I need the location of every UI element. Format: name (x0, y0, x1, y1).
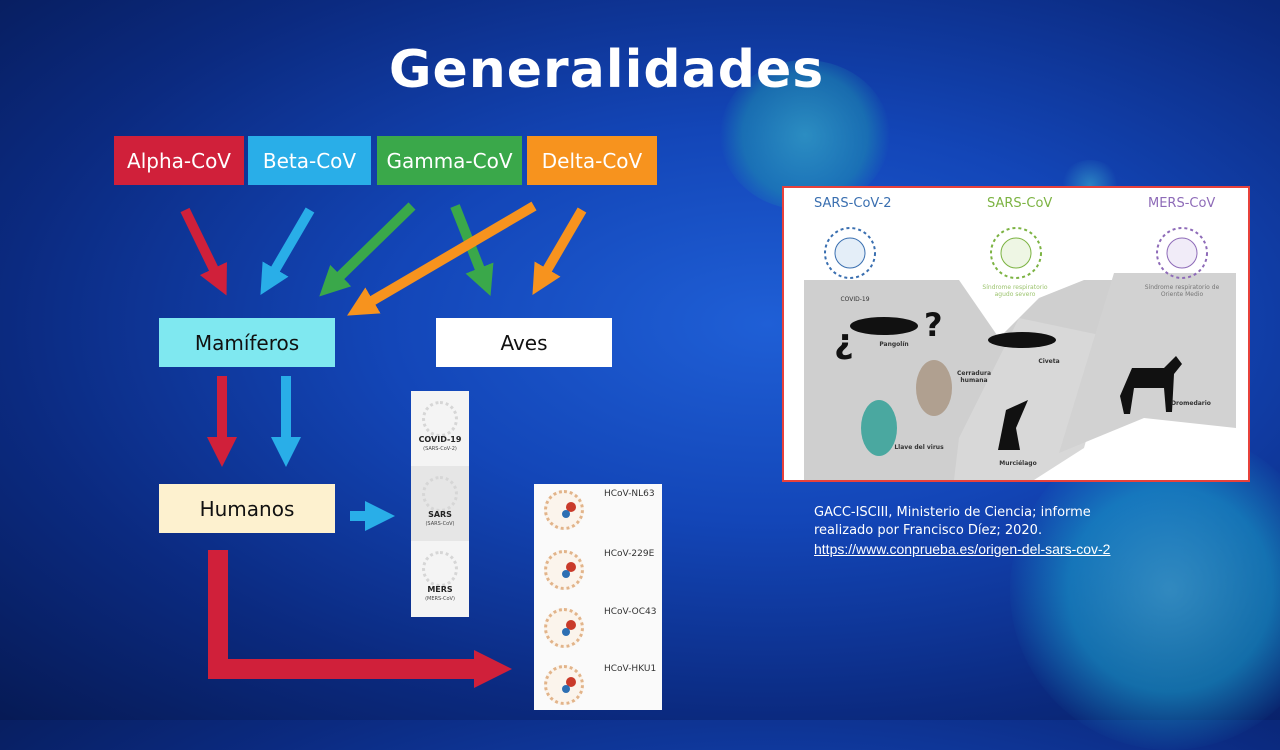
hcov-row: HCoV-OC43 (534, 602, 662, 657)
source-caption: GACC-ISCIII, Ministerio de Ciencia; info… (814, 504, 1194, 560)
genus-label: Beta-CoV (262, 148, 357, 173)
figure-header-sarscov2: SARS-CoV-2 (814, 196, 892, 211)
genus-label: Gamma-CoV (386, 148, 513, 173)
hcov-row: HCoV-HKU1 (534, 659, 662, 714)
genus-label: Alpha-CoV (127, 148, 231, 173)
figure-label-sars-disease: Síndrome respiratorio agudo severo (982, 284, 1048, 298)
host-box-humanos: Humanos (159, 484, 335, 533)
arrow-delta-to-aves (532, 207, 587, 295)
virus-cell-covid19: COVID-19 (SARS-CoV-2) (411, 391, 469, 466)
hcov-row: HCoV-229E (534, 544, 662, 599)
background-virus-3 (1010, 430, 1280, 750)
arrows-layer (180, 201, 587, 688)
background-virus-1 (720, 60, 890, 210)
host-label: Humanos (199, 496, 295, 521)
figure-label-mers-disease: Síndrome respiratorio de Oriente Medio (1144, 284, 1220, 298)
virus-name: COVID-19 (418, 435, 462, 444)
hcov-row: HCoV-NL63 (534, 484, 662, 539)
virus-cell-mers: MERS (MERS-CoV) (411, 541, 469, 616)
genus-box-delta: Delta-CoV (527, 136, 657, 185)
page-title: Generalidades (388, 40, 825, 100)
figure-label-cerradura: Cerradura humana (956, 370, 991, 384)
figure-label-llave: Llave del virus (894, 444, 944, 451)
genus-box-alpha: Alpha-CoV (114, 136, 244, 185)
arrow-beta-to-mamiferos (260, 207, 315, 295)
figure-header-merscov: MERS-CoV (1148, 196, 1216, 211)
host-label: Mamíferos (194, 330, 300, 355)
hcov-label: HCoV-229E (604, 549, 655, 559)
arrow-alpha-to-mamiferos (180, 207, 227, 296)
genus-box-gamma: Gamma-CoV (377, 136, 522, 185)
svg-text:¿: ¿ (834, 322, 854, 362)
hcov-label: HCoV-OC43 (604, 607, 657, 617)
coronavirus-icon (544, 608, 584, 648)
origin-figure: ¿ ? SARS-CoV-2 SARS-CoV MERS-CoV COVID-1… (782, 186, 1250, 482)
virus-card: COVID-19 (SARS-CoV-2) SARS (SARS-CoV) ME… (411, 391, 469, 617)
figure-label-murcielago: Murciélago (999, 460, 1037, 467)
hcov-label: HCoV-NL63 (604, 489, 655, 499)
virus-subname: (MERS-CoV) (425, 596, 455, 602)
virus-icon (422, 551, 458, 587)
host-label: Aves (500, 330, 548, 355)
virus-name: MERS (427, 585, 453, 594)
figure-label-pangolin: Pangolín (879, 341, 909, 348)
figure-label-dromedario: Dromedario (1171, 400, 1211, 407)
virus-cell-sars: SARS (SARS-CoV) (411, 466, 469, 541)
caption-line-1: GACC-ISCIII, Ministerio de Ciencia; info… (814, 505, 1091, 520)
figure-label-civeta: Civeta (1038, 358, 1060, 365)
host-box-aves: Aves (436, 318, 612, 367)
host-box-mamiferos: Mamíferos (159, 318, 335, 367)
genus-box-beta: Beta-CoV (248, 136, 371, 185)
source-link[interactable]: https://www.conprueba.es/origen-del-sars… (814, 541, 1111, 557)
figure-label-covid19: COVID-19 (840, 296, 870, 303)
virus-name: SARS (428, 510, 452, 519)
virus-subname: (SARS-CoV) (425, 521, 455, 527)
arrow-gamma-to-mamiferos (319, 202, 416, 297)
hcov-label: HCoV-HKU1 (604, 664, 657, 674)
arrow-delta-to-mamiferos (347, 201, 537, 316)
virus-icon (422, 401, 458, 437)
figure-header-sarscov: SARS-CoV (987, 196, 1053, 211)
arrow-humanos-to-hcov-card (208, 550, 512, 688)
svg-text:?: ? (924, 306, 943, 344)
caption-line-2: realizado por Francisco Díez; 2020. (814, 523, 1043, 538)
virus-icon (422, 476, 458, 512)
figure-background: ¿ ? (804, 227, 1236, 480)
hcov-card: HCoV-NL63 HCoV-229E HCoV-OC43 HCoV-HKU1 (534, 484, 662, 710)
genus-label: Delta-CoV (541, 148, 643, 173)
virus-subname: (SARS-CoV-2) (423, 446, 457, 452)
